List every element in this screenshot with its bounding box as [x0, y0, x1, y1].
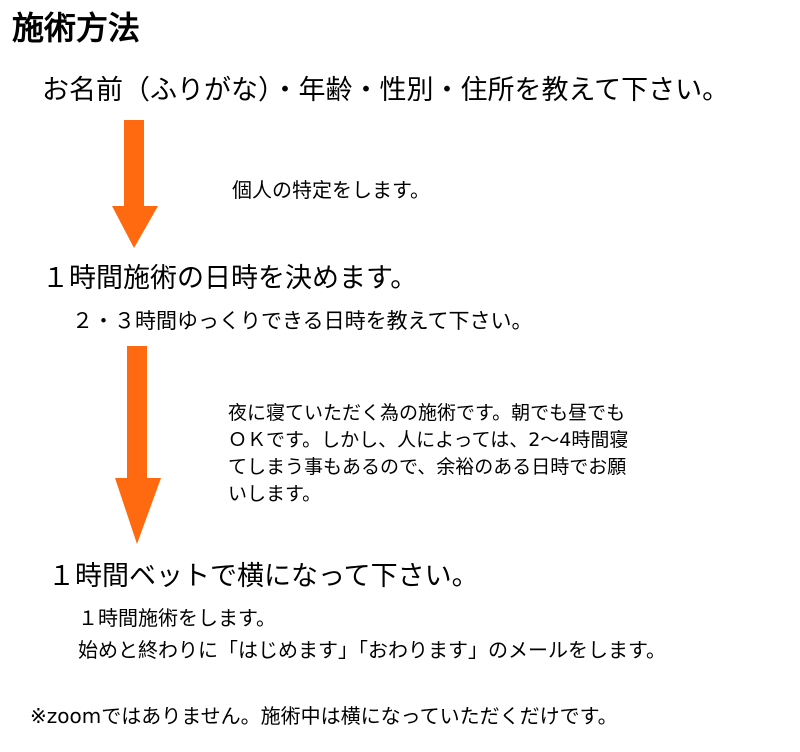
- step2-sub: ２・３時間ゆっくりできる日時を教えて下さい。: [72, 309, 533, 333]
- step1-heading: お名前（ふりがな）・年齢・性別・住所を教えて下さい。: [42, 75, 730, 106]
- arrow-shape: [115, 346, 161, 544]
- step1-note: 個人の特定をします。: [232, 178, 430, 202]
- step2-note-line-3: てしまう事もあるので、余裕のある日時でお願: [228, 456, 627, 478]
- down-arrow-icon: [112, 120, 158, 248]
- step2-note-line-2: ＯＫです。しかし、人によっては、2～4時間寝: [228, 429, 629, 451]
- down-arrow-icon: [115, 346, 161, 544]
- step2-heading: １時間施術の日時を決めます。: [42, 263, 418, 294]
- page-title: 施術方法: [12, 9, 141, 47]
- step3-sub-line-2: 始めと終わりに「はじめます」「おわります」のメールをします。: [78, 638, 666, 662]
- step3-sub-line-1: １時間施術をします。: [78, 606, 276, 630]
- step2-note-line-1: 夜に寝ていただく為の施術です。朝でも昼でも: [228, 402, 626, 424]
- footnote: ※zoomではありません。施術中は横になっていただくだけです。: [30, 704, 618, 728]
- arrow-shape: [112, 120, 158, 248]
- step2-note-line-4: いします。: [228, 483, 322, 505]
- step3-heading: １時間ベットで横になって下さい。: [48, 561, 479, 592]
